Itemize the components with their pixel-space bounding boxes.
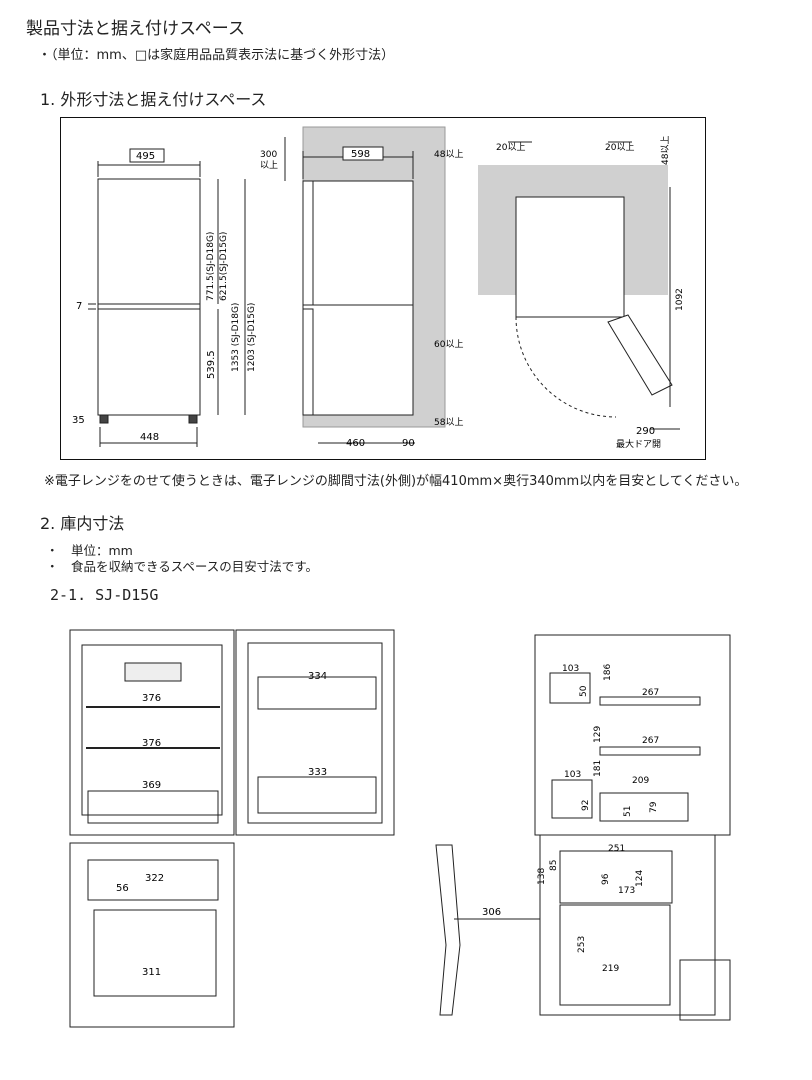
door-clearance: 306: [482, 907, 501, 918]
microwave-footnote: ※電子レンジをのせて使うときは、電子レンジの脚間寸法(外側)が幅410mm×奥行…: [44, 474, 748, 489]
front-view-body: [97, 178, 201, 416]
s-50: 50: [579, 685, 589, 697]
s-251: 251: [608, 844, 625, 854]
s-129: 129: [593, 726, 603, 743]
foot-width: 448: [140, 432, 159, 443]
fridge-shelf2-width: 376: [142, 738, 161, 749]
s-138: 138: [537, 868, 547, 885]
s-173: 173: [618, 886, 635, 896]
section1-heading: 1. 外形寸法と据え付けスペース: [40, 90, 267, 109]
section-view: [534, 634, 731, 1016]
fridge-door: [235, 629, 395, 836]
door-open-depth: 1092: [675, 288, 685, 311]
s-186: 186: [603, 664, 613, 681]
outer-dimension-figure: 495 7 35 448 771.5(SJ-D18G) 621.5(SJ-D15…: [60, 117, 706, 460]
subsection-heading: 2-1. SJ-D15G: [50, 586, 159, 604]
door-open-label: 最大ドア開: [616, 438, 661, 450]
s-96: 96: [601, 873, 611, 885]
s-92: 92: [581, 800, 591, 811]
s-219: 219: [602, 964, 619, 974]
door-pocket1-width: 334: [308, 671, 327, 682]
top-right-gap: 20以上: [605, 142, 634, 153]
gap-label: 7: [76, 301, 82, 312]
foot-label: 35: [72, 415, 85, 426]
fridge-height-d15: 621.5(SJ-D15G): [219, 232, 229, 301]
freezer-compartment: [69, 842, 235, 1028]
side-door: 90: [402, 438, 415, 449]
s-253: 253: [577, 936, 587, 953]
s-124: 124: [635, 870, 645, 887]
storage-bullet: ・ 食品を収納できるスペースの目安寸法です。: [46, 559, 319, 574]
figure-frame: [60, 117, 706, 460]
s-103a: 103: [562, 664, 579, 674]
freezer-lower-width: 311: [142, 967, 161, 978]
fridge-shelf1-width: 376: [142, 693, 161, 704]
total-height-d18: 1353 (SJ-D18G): [231, 303, 241, 372]
interior-dimension-figure: 376 376 369 334 333 322 56 311 306 103 5…: [69, 629, 731, 1028]
top-back-gap: 48以上: [660, 136, 671, 165]
page-title: 製品寸法と据え付けスペース: [26, 19, 245, 39]
s-209: 209: [632, 776, 649, 786]
side-view-body: [302, 180, 414, 416]
freezer-height: 539.5: [206, 350, 217, 379]
side-depth: 460: [346, 438, 365, 449]
door-open-width: 290: [636, 426, 655, 437]
total-height-d15: 1203 (SJ-D15G): [247, 303, 257, 372]
section2-heading: 2. 庫内寸法: [40, 514, 125, 533]
s-51: 51: [623, 806, 633, 817]
freezer-small-width: 56: [116, 883, 129, 894]
s-267a: 267: [642, 688, 659, 698]
top-view-body: [515, 196, 625, 318]
top-left-gap: 20以上: [496, 142, 525, 153]
side-bottom-gap: 58以上: [434, 417, 463, 428]
fridge-height-d18: 771.5(SJ-D18G): [206, 232, 216, 301]
front-width: 495: [136, 151, 155, 162]
side-width: 598: [351, 149, 370, 160]
fridge-compartment: [69, 629, 235, 836]
freezer-upper-width: 322: [145, 873, 164, 884]
s-79: 79: [649, 801, 659, 813]
door-pocket2-width: 333: [308, 767, 327, 778]
top-space-sub: 以上: [260, 160, 278, 171]
s-181: 181: [593, 760, 603, 777]
unit-bullet: ・ 単位：mm: [46, 543, 133, 558]
s-103b: 103: [564, 770, 581, 780]
s-85: 85: [549, 860, 559, 871]
side-back-gap: 60以上: [434, 339, 463, 350]
fridge-case-width: 369: [142, 780, 161, 791]
s-267b: 267: [642, 736, 659, 746]
side-top-gap: 48以上: [434, 149, 463, 160]
unit-note: ・（単位：mm、□は家庭用品品質表示法に基づく外形寸法）: [38, 48, 395, 63]
door-edge-profile: [435, 844, 461, 1016]
top-space: 300: [260, 150, 277, 160]
